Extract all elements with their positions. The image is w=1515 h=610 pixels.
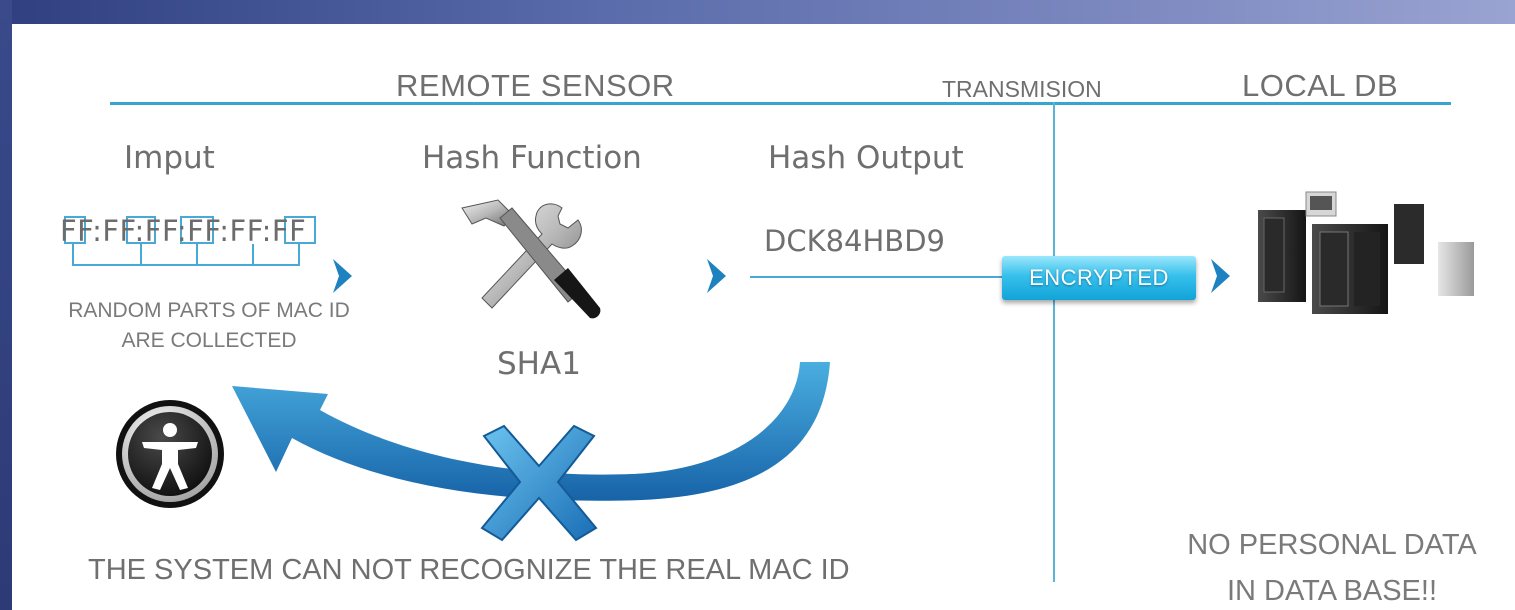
divider-local-db [1095, 102, 1451, 105]
encrypted-badge: ENCRYPTED [1002, 256, 1196, 300]
header-remote-sensor: REMOTE SENSOR [396, 68, 675, 103]
mac-address-group: FF:FF:FF:FF:FF:FF [56, 214, 366, 284]
diagram-slide: REMOTE SENSOR TRANSMISION LOCAL DB Imput… [12, 24, 1515, 610]
cross-icon [480, 424, 598, 542]
mac-segment-tick [140, 244, 142, 266]
hammer-wrench-icon [461, 199, 601, 319]
mac-note-line-1: RANDOM PARTS OF MAC ID [68, 299, 350, 322]
mac-segment-box [126, 216, 156, 244]
mac-segment-box [64, 216, 86, 244]
mac-note-line-2: ARE COLLECTED [121, 329, 297, 352]
mac-segment-tick [298, 244, 300, 266]
header-local-db: LOCAL DB [1242, 68, 1399, 103]
server-icon [1258, 191, 1474, 314]
window-frame-left [0, 0, 12, 610]
mac-collection-note: RANDOM PARTS OF MAC ID ARE COLLECTED [34, 296, 384, 356]
accessibility-icon [116, 400, 224, 508]
mac-segment-box [180, 216, 214, 244]
hash-value: DCK84HBD9 [764, 224, 945, 258]
bottom-message: THE SYSTEM CAN NOT RECOGNIZE THE REAL MA… [88, 554, 850, 586]
label-hash-function: Hash Function [422, 140, 642, 176]
mac-segment-box [284, 216, 316, 244]
divider-remote-sensor [110, 102, 1115, 105]
mac-address-text: FF:FF:FF:FF:FF:FF [60, 214, 307, 248]
divider-vertical [1053, 102, 1055, 582]
header-transmission: TRANSMISION [942, 76, 1102, 102]
label-input: Imput [124, 140, 215, 176]
return-arrow-icon [232, 362, 830, 501]
label-hash-output: Hash Output [768, 140, 964, 176]
chevron-right-icon [1211, 259, 1230, 293]
mac-segment-tick [252, 244, 254, 266]
hash-algorithm-label: SHA1 [497, 346, 581, 382]
window-frame-top [0, 0, 1515, 24]
mac-segment-tick [196, 244, 198, 266]
mac-segment-tick [72, 244, 74, 266]
chevron-right-icon [333, 259, 352, 293]
mac-segment-baseline [72, 264, 300, 266]
db-message-line-2: IN DATA BASE!! [1226, 575, 1438, 607]
db-message-line-1: NO PERSONAL DATA [1187, 529, 1477, 561]
transmission-line [750, 276, 1012, 278]
db-message: NO PERSONAL DATA IN DATA BASE!! [1142, 522, 1515, 610]
chevron-right-icon [707, 259, 726, 293]
